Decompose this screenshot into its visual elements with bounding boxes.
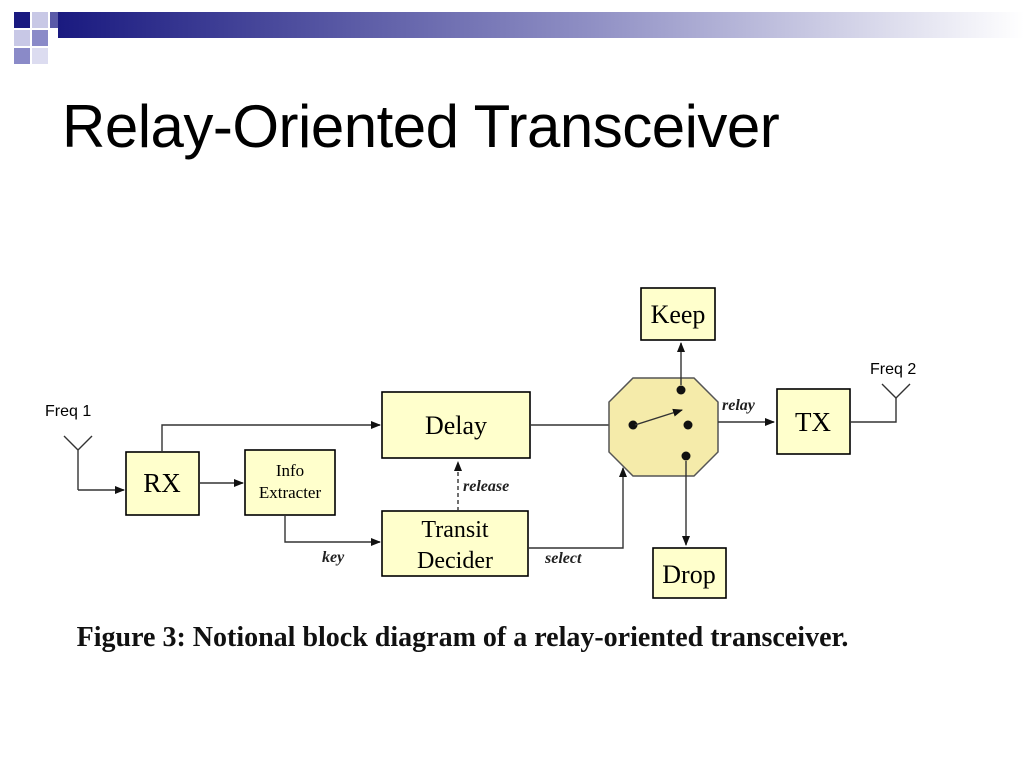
info-extracter-label-line2: Extracter: [259, 483, 322, 502]
connector-info-transit: [284, 515, 381, 546]
antenna-freq1-icon: [63, 435, 93, 490]
delay-block: [381, 391, 531, 459]
switch-octagon: [608, 377, 719, 477]
release-signal-label: release: [463, 478, 509, 495]
decor-square: [32, 48, 48, 64]
decor-square: [14, 12, 30, 28]
relay-signal-label: relay: [722, 397, 756, 414]
decor-square: [50, 12, 58, 28]
switch-node-drop: [681, 451, 691, 461]
key-signal-label: key: [322, 549, 345, 566]
tx-label: TX: [795, 407, 831, 437]
decor-square: [14, 30, 30, 46]
header-gradient-bar: [58, 12, 1024, 38]
switch-node-relay: [683, 420, 693, 430]
select-signal-label: select: [544, 550, 582, 567]
transit-decider-label-line1: Transit: [421, 517, 488, 543]
transit-decider-label-line2: Decider: [417, 548, 493, 574]
delay-label: Delay: [425, 411, 487, 440]
decor-square: [32, 12, 48, 28]
info-extracter-block: [244, 449, 336, 516]
decor-square: [14, 48, 30, 64]
switch-node-input: [628, 420, 638, 430]
info-extracter-label-line1: Info: [276, 461, 304, 480]
freq1-label: Freq 1: [45, 403, 91, 420]
tx-block: [776, 388, 851, 455]
switch-arm: [634, 408, 683, 426]
rx-label: RX: [143, 468, 181, 498]
drop-label: Drop: [662, 560, 715, 589]
slide-title: Relay-Oriented Transceiver: [62, 93, 780, 160]
switch-node-keep: [676, 385, 686, 395]
freq2-label: Freq 2: [870, 361, 916, 378]
connector-rx-delay: [161, 421, 381, 452]
keep-block: [640, 287, 716, 341]
figure-caption: Figure 3: Notional block diagram of a re…: [76, 622, 849, 653]
slide-corner-decoration: [14, 12, 1024, 64]
transit-decider-block: [381, 510, 529, 577]
connector-select: [528, 467, 627, 549]
connector-tx-antenna: [850, 398, 897, 423]
antenna-freq2-icon: [881, 383, 911, 399]
drop-block: [652, 547, 727, 599]
keep-label: Keep: [651, 300, 706, 329]
decor-square: [32, 30, 48, 46]
